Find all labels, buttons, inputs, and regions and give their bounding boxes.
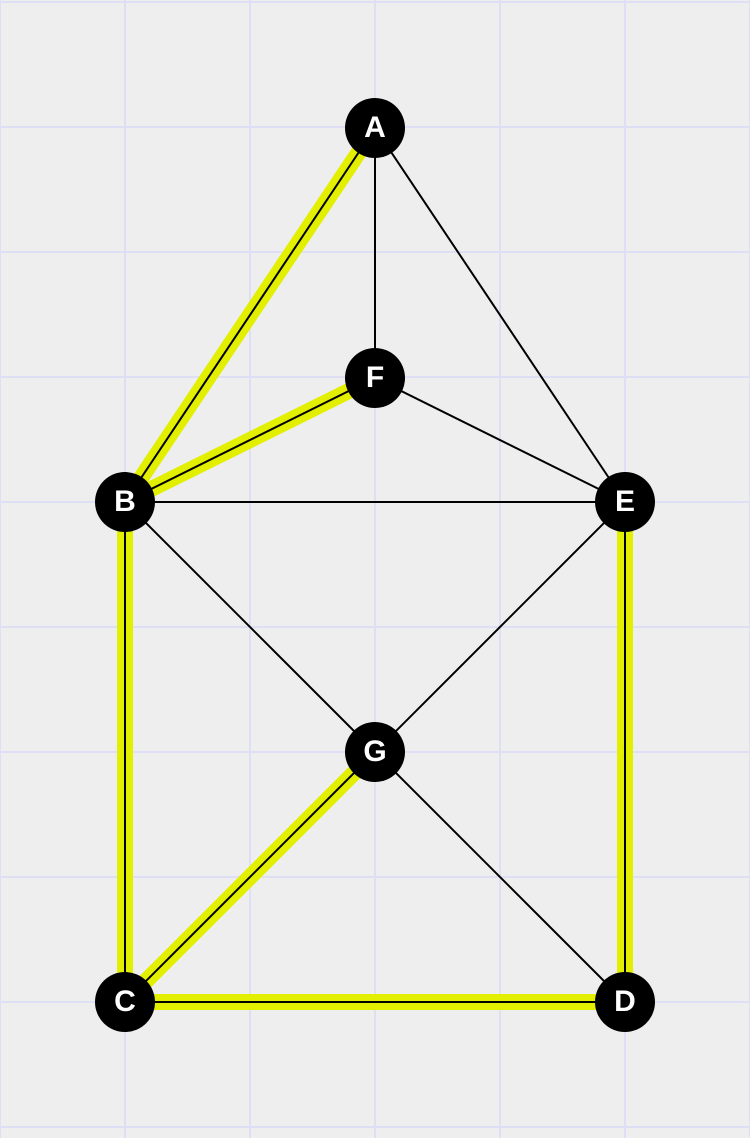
node-circle-A [345, 98, 405, 158]
node-F: F [345, 348, 405, 408]
node-label-F: F [366, 361, 384, 394]
node-A: A [345, 98, 405, 158]
edge-BG [124, 501, 376, 753]
graph-nodes: A F B E G C D [95, 98, 655, 1032]
node-E: E [595, 472, 655, 532]
node-circle-B [95, 472, 155, 532]
node-label-A: A [364, 111, 386, 144]
edge-FB [124, 377, 376, 503]
edge-AE [374, 127, 626, 503]
node-circle-D [595, 972, 655, 1032]
node-circle-F [345, 348, 405, 408]
edge-FE [374, 377, 626, 503]
graph-edges [124, 127, 626, 1003]
node-label-G: G [363, 735, 386, 768]
edge-AB [124, 127, 376, 503]
node-D: D [595, 972, 655, 1032]
node-label-B: B [114, 485, 136, 518]
edge-GC [124, 751, 376, 1003]
node-circle-G [345, 722, 405, 782]
node-G: G [345, 722, 405, 782]
node-label-C: C [114, 985, 136, 1018]
node-label-D: D [614, 985, 636, 1018]
node-C: C [95, 972, 155, 1032]
edge-GD [374, 751, 626, 1003]
node-label-E: E [615, 485, 635, 518]
edge-EG [374, 501, 626, 753]
node-circle-C [95, 972, 155, 1032]
node-circle-E [595, 472, 655, 532]
node-B: B [95, 472, 155, 532]
